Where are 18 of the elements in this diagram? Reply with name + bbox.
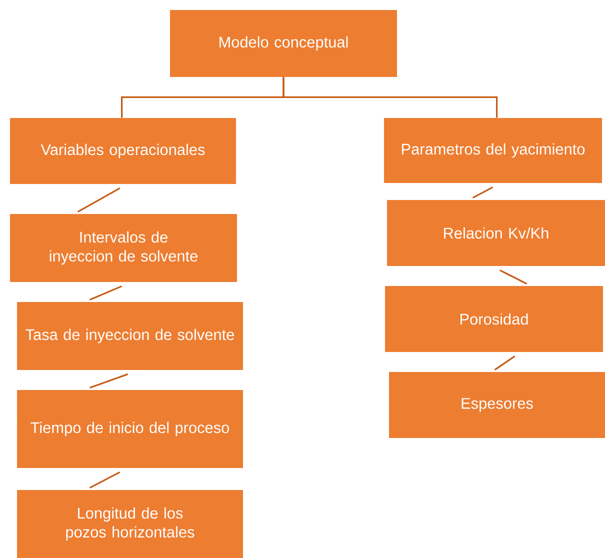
process-box: Tasa de inyeccion de solvente <box>17 302 243 370</box>
process-box: Porosidad <box>385 286 603 352</box>
connector-line <box>90 373 128 389</box>
process-box: Relacion Kv/Kh <box>387 200 605 266</box>
process-box: Modelo conceptual <box>170 10 397 77</box>
connector-line <box>77 187 120 212</box>
connector-line <box>282 77 498 118</box>
process-box: Longitud de los pozos horizontales <box>17 490 243 558</box>
process-box: Variables operacionales <box>10 118 236 184</box>
connector-line <box>494 356 516 370</box>
process-box: Parametros del yacimiento <box>384 118 602 183</box>
connector-line <box>499 269 528 284</box>
connector-line <box>90 285 122 301</box>
connector-line <box>472 186 494 198</box>
process-box: Tiempo de inicio del proceso <box>17 390 243 468</box>
connector-line <box>89 471 120 488</box>
process-box: Intervalos de inyeccion de solvente <box>10 214 237 282</box>
process-box: Espesores <box>389 372 605 438</box>
